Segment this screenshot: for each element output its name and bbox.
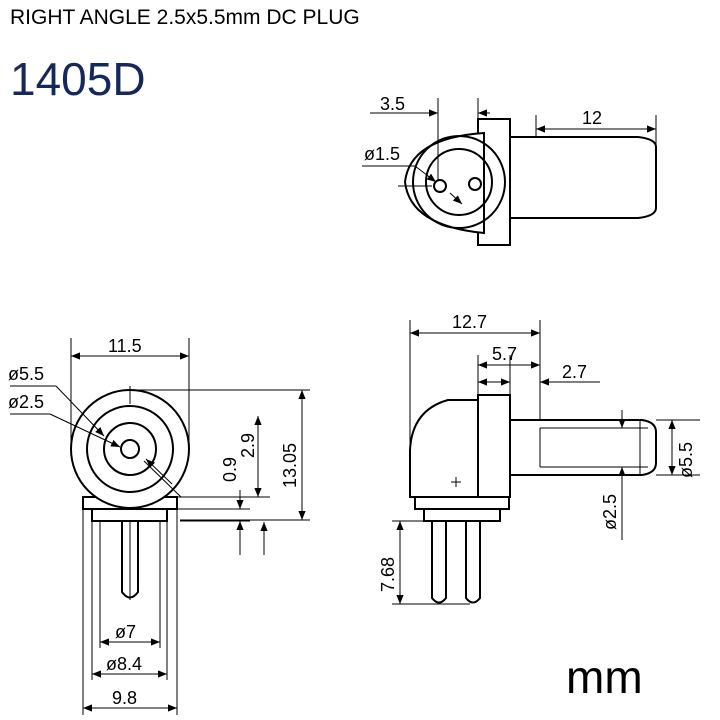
dim-front-9.8: 9.8 xyxy=(112,688,137,708)
dim-side-12.7: 12.7 xyxy=(452,312,487,332)
dim-front-0.9: 0.9 xyxy=(220,457,240,482)
dim-front-2.9: 2.9 xyxy=(238,433,258,458)
front-view: 11.5 ø5.5 ø2.5 0.9 2.9 13.05 ø7 ø8.4 9.8 xyxy=(8,336,310,715)
dim-side-dia-2.5: ø2.5 xyxy=(600,494,620,530)
side-view: 12.7 5.7 2.7 ø5.5 ø2.5 7.68 xyxy=(378,312,700,605)
diagram-title: RIGHT ANGLE 2.5x5.5mm DC PLUG xyxy=(10,6,360,29)
top-view-body xyxy=(398,118,657,246)
dim-side-2.7: 2.7 xyxy=(562,362,587,382)
dim-front-dia-7: ø7 xyxy=(115,622,136,642)
dim-top-3.5: 3.5 xyxy=(380,94,405,114)
front-view-body xyxy=(70,386,190,600)
dim-side-7.68: 7.68 xyxy=(378,557,398,592)
dim-front-11.5: 11.5 xyxy=(108,336,142,356)
unit-label: mm xyxy=(566,651,643,703)
model-number: 1405D xyxy=(10,53,146,105)
side-view-body xyxy=(409,394,657,604)
dim-front-outer-dia: ø5.5 xyxy=(8,364,44,384)
dim-side-5.7: 5.7 xyxy=(492,344,517,364)
side-view-dimensions xyxy=(392,320,700,605)
dim-front-inner-dia: ø2.5 xyxy=(8,392,44,412)
dim-top-hole-dia: ø1.5 xyxy=(364,144,400,164)
dim-top-12: 12 xyxy=(582,108,602,128)
top-view-dimensions xyxy=(362,98,657,183)
dim-front-13.05: 13.05 xyxy=(280,443,300,488)
dim-side-dia-5.5: ø5.5 xyxy=(676,442,696,478)
top-view: 3.5 12 ø1.5 xyxy=(362,94,657,246)
dim-front-dia-8.4: ø8.4 xyxy=(106,654,142,674)
front-view-dimensions xyxy=(10,338,310,715)
